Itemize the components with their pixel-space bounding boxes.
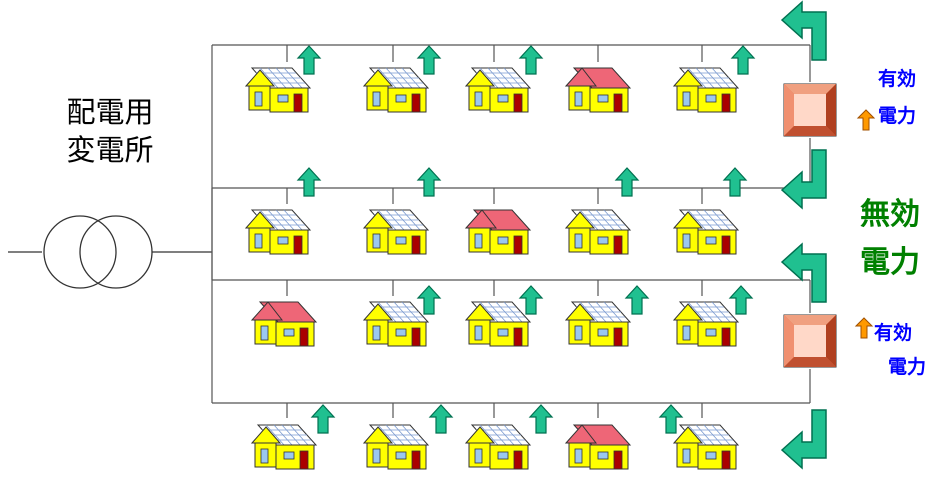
reactive-power-arrow-icon — [782, 410, 826, 468]
pv-house — [674, 68, 738, 112]
pv-output-arrow-icon — [298, 46, 320, 74]
feeder-3-houses — [252, 286, 752, 346]
pv-house — [466, 425, 530, 469]
pv-house — [674, 425, 738, 469]
transformer — [8, 216, 212, 288]
reactive-power-arrow-icon — [782, 244, 826, 302]
pv-output-arrow-icon — [298, 168, 320, 196]
pv-output-arrow-icon — [616, 168, 638, 196]
active-power-arrow-icon — [856, 318, 872, 338]
power-conditioner-top — [784, 84, 836, 136]
feeder-4-houses — [252, 405, 738, 469]
active-power-arrow-icon — [858, 110, 874, 130]
active-power-bottom-line2: 電力 — [888, 355, 926, 378]
pv-output-arrow-icon — [520, 46, 542, 74]
pv-output-arrow-icon — [418, 286, 440, 314]
pv-house — [364, 210, 428, 254]
reactive-power-line2: 電力 — [860, 245, 920, 280]
pv-house — [566, 302, 630, 346]
pv-house — [466, 302, 530, 346]
pv-output-arrow-icon — [312, 405, 334, 433]
substation-label-line1: 配電用 — [66, 95, 153, 129]
pv-house — [364, 68, 428, 112]
plain-house — [566, 68, 630, 112]
pv-house — [364, 302, 428, 346]
pv-output-arrow-icon — [530, 405, 552, 433]
feeder-1-houses — [246, 46, 754, 112]
active-power-top-line1: 有効 — [878, 67, 916, 90]
pv-output-arrow-icon — [730, 286, 752, 314]
pv-output-arrow-icon — [732, 46, 754, 74]
pv-output-arrow-icon — [520, 286, 542, 314]
pv-output-arrow-icon — [418, 46, 440, 74]
pv-house — [466, 68, 530, 112]
reactive-power-arrow-icon — [782, 150, 826, 208]
pv-house — [246, 68, 310, 112]
pv-house — [674, 210, 738, 254]
pv-output-arrow-icon — [430, 405, 452, 433]
pv-house — [252, 425, 316, 469]
active-power-bottom-line1: 有効 — [874, 321, 912, 344]
pv-house — [566, 210, 630, 254]
pv-output-arrow-icon — [660, 405, 682, 433]
pv-output-arrow-icon — [418, 168, 440, 196]
feeder-2-houses — [246, 168, 746, 254]
pv-output-arrow-icon — [626, 286, 648, 314]
reactive-power-line1: 無効 — [860, 197, 920, 232]
pv-house — [246, 210, 310, 254]
reactive-power-arrow-icon — [782, 2, 826, 60]
substation-label-line2: 変電所 — [66, 133, 153, 167]
pv-house — [364, 425, 428, 469]
power-conditioner-bottom — [784, 315, 836, 367]
plain-house — [566, 425, 630, 469]
plain-house — [466, 210, 530, 254]
pv-output-arrow-icon — [724, 168, 746, 196]
pv-house — [674, 302, 738, 346]
plain-house — [252, 302, 316, 346]
active-power-top-line2: 電力 — [878, 104, 916, 127]
